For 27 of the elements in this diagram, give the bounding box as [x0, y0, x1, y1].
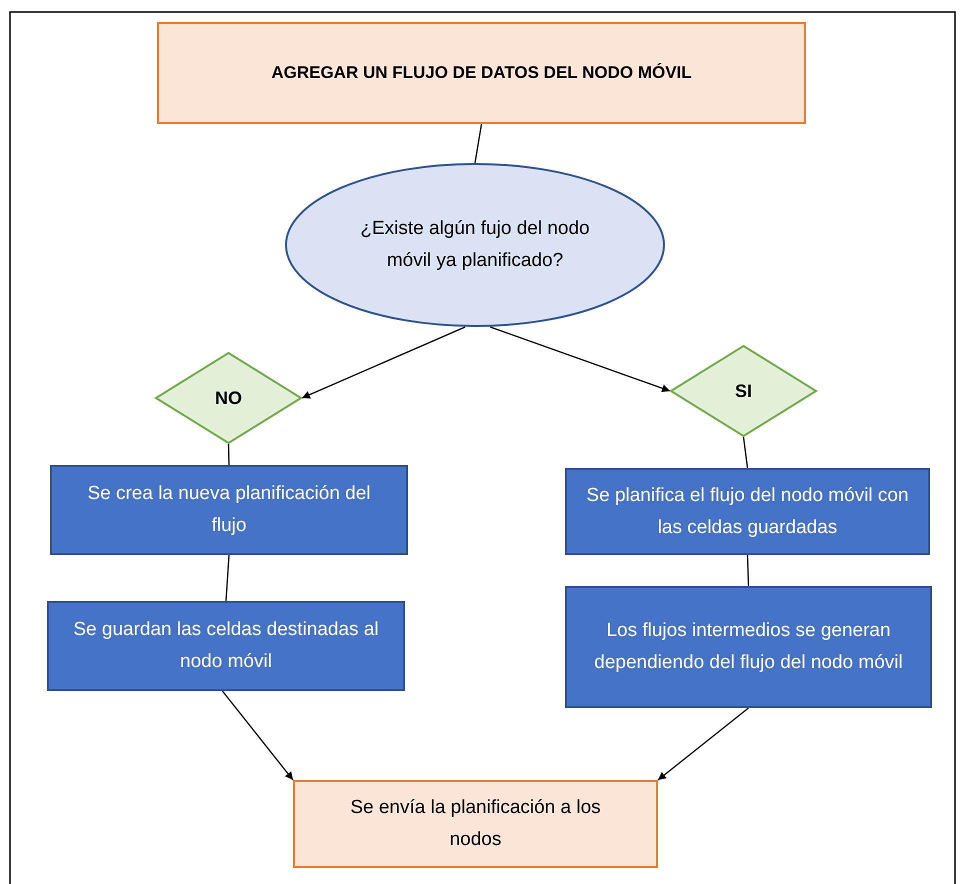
node-label: Se planifica el flujo del nodo móvil con las celdas guardadas — [585, 484, 910, 540]
connector-line — [228, 444, 230, 466]
end-box — [293, 780, 658, 868]
node-label: AGREGAR UN FLUJO DE DATOS DEL NODO MÓVIL — [271, 62, 692, 84]
process-box — [47, 601, 405, 691]
process-box — [565, 586, 932, 708]
node-label: Los flujos intermedios se generan dependiendo del flujo del nodo móvil — [593, 619, 904, 675]
process-box — [565, 468, 930, 555]
node-label: Se guardan las celdas destinadas al nodo móvil — [72, 618, 380, 674]
decision-diamond — [155, 352, 302, 444]
title-box — [157, 22, 806, 124]
node-label: SI — [734, 380, 752, 403]
node-label: Se envía la planificación a los nodos — [349, 796, 602, 852]
arrow — [222, 690, 294, 780]
connector-line — [474, 124, 482, 164]
connector-line — [742, 436, 748, 468]
node-label: Se crea la nueva planificación del flujo — [86, 482, 372, 538]
connector-line — [225, 554, 230, 602]
arrow — [490, 326, 670, 392]
arrow — [658, 708, 749, 780]
decision-diamond — [670, 345, 817, 437]
node-label: NO — [215, 387, 242, 410]
connector-line — [746, 554, 750, 586]
node-label: ¿Existe algún fujo del nodo móvil ya planificado? — [359, 217, 591, 273]
arrow — [302, 326, 466, 399]
process-box — [50, 465, 408, 555]
decision-ellipse — [285, 163, 665, 327]
